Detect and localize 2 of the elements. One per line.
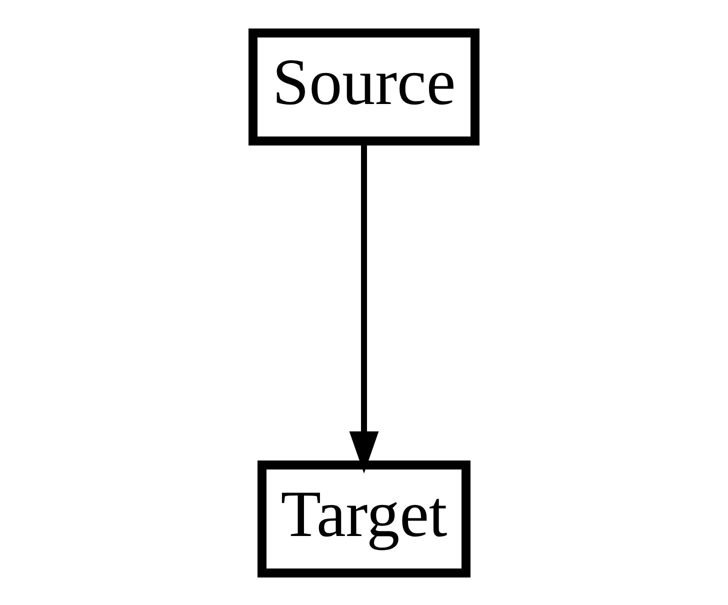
node-box: Source: [248, 28, 480, 145]
node-box: Target: [258, 460, 470, 577]
